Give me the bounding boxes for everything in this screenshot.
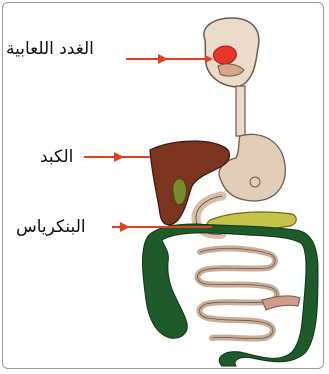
arrow-liver	[84, 152, 150, 162]
salivary-gland	[213, 46, 236, 64]
large-intestine	[143, 224, 319, 366]
gall-bladder	[173, 179, 187, 205]
small-intestine	[197, 248, 277, 338]
label-salivary-glands: الغدد اللعابية	[6, 41, 94, 58]
label-pancreas: البنكرياس	[16, 219, 86, 236]
label-liver: الكبد	[40, 149, 73, 166]
liver	[150, 141, 230, 225]
esophagus	[236, 86, 245, 136]
arrow-salivary	[126, 54, 213, 64]
rectum	[262, 296, 300, 310]
stomach	[219, 134, 285, 201]
